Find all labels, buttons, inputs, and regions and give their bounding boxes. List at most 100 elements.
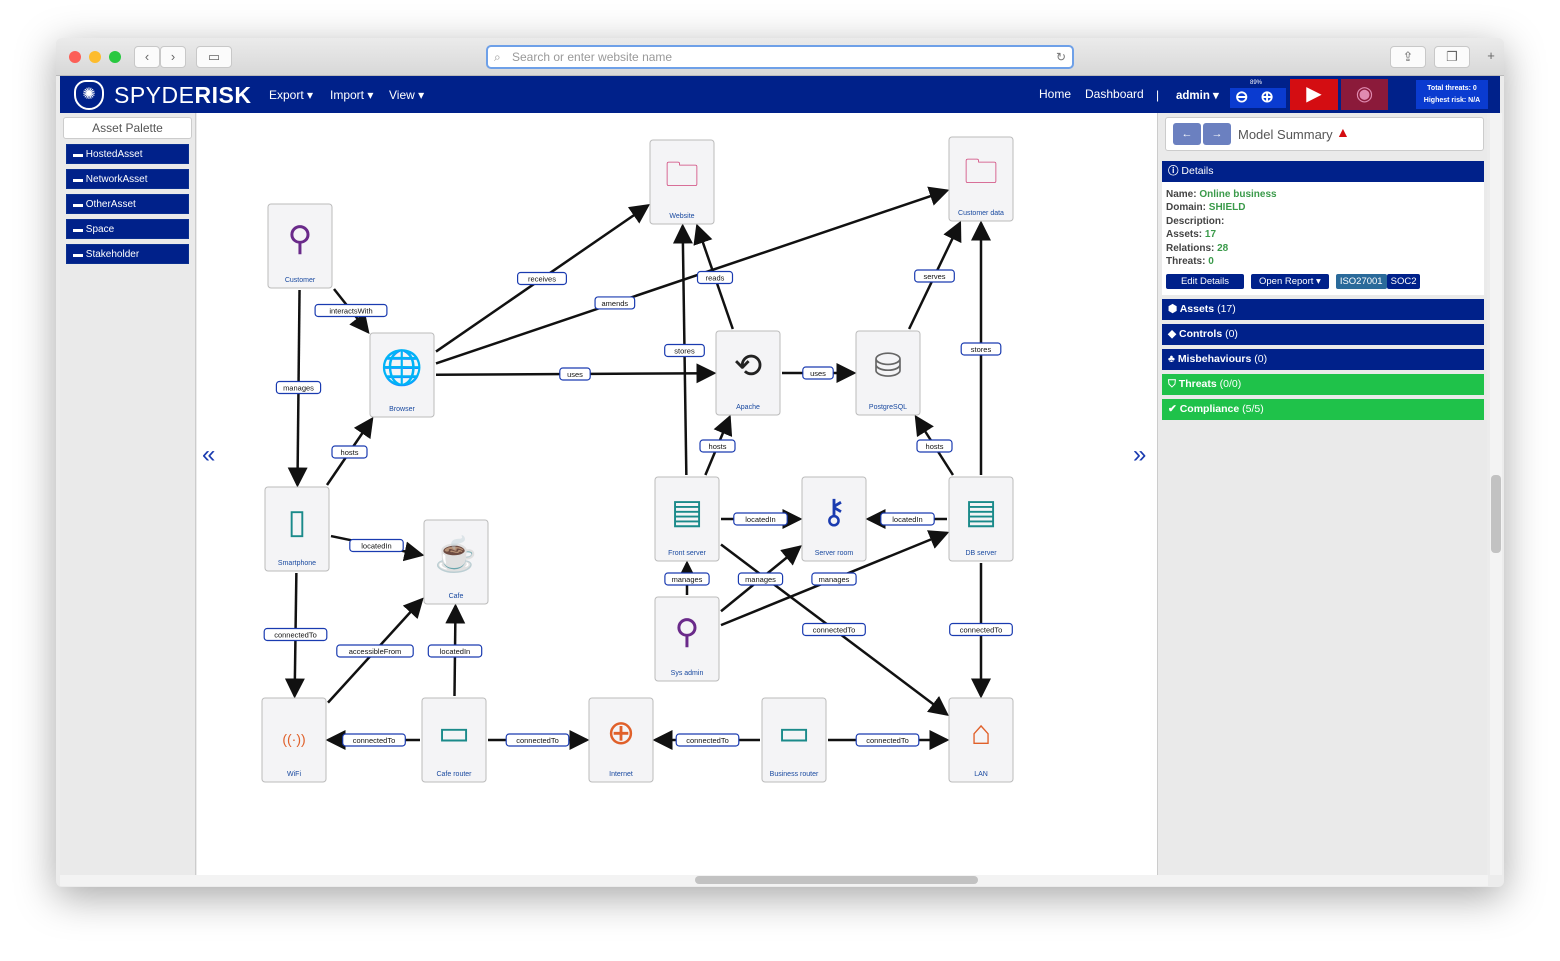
detail-row: Relations: 28 xyxy=(1166,242,1480,255)
palette-item-label: HostedAsset xyxy=(85,149,143,160)
relation-label[interactable]: locatedIn xyxy=(349,538,404,553)
detail-row: Domain: SHIELD xyxy=(1166,201,1480,214)
relation-label[interactable]: manages xyxy=(737,572,784,586)
vertical-scrollbar[interactable] xyxy=(1490,113,1502,875)
zoom-in-icon[interactable]: ⊕ xyxy=(1260,89,1274,106)
asset-node-db[interactable]: ▤DB server xyxy=(948,476,1014,562)
asset-label: Server room xyxy=(815,550,854,557)
import-menu[interactable]: Import ▾ xyxy=(330,88,374,102)
iso27001-badge[interactable]: ISO27001 xyxy=(1335,274,1387,290)
asset-label: Smartphone xyxy=(278,560,316,567)
relation-label[interactable]: uses xyxy=(559,367,591,381)
tabs-icon[interactable]: ❐ xyxy=(1434,46,1470,68)
collapse-right-icon[interactable]: » xyxy=(1133,441,1147,468)
asset-node-smartphone[interactable]: ▯Smartphone xyxy=(264,486,330,572)
open-report-button[interactable]: Open Report ▾ xyxy=(1251,274,1329,290)
relation-label[interactable]: interactsWith xyxy=(314,303,388,318)
asset-node-front[interactable]: ▤Front server xyxy=(654,476,720,562)
dashboard-link[interactable]: Dashboard xyxy=(1085,87,1144,101)
new-tab-icon[interactable]: + xyxy=(1487,48,1495,63)
section-controls[interactable]: ◆ Controls (0) xyxy=(1162,324,1484,346)
asset-node-postgres[interactable]: ⛁PostgreSQL xyxy=(855,330,921,416)
asset-node-website[interactable]: 🗀Website xyxy=(649,139,715,225)
relation-label[interactable]: manages xyxy=(811,572,857,586)
asset-node-sysadmin[interactable]: ⚲Sys admin xyxy=(654,596,720,682)
relation-label[interactable]: locatedIn xyxy=(427,644,483,658)
palette-item-networkasset[interactable]: ▬ NetworkAsset xyxy=(66,169,189,189)
section-threats[interactable]: ⛉ Threats (0/0) xyxy=(1162,374,1484,396)
relation-label[interactable]: connectedTo xyxy=(505,733,570,747)
detail-value: 0 xyxy=(1208,256,1214,268)
palette-item-hostedasset[interactable]: ▬ HostedAsset xyxy=(66,144,189,164)
relation-label[interactable]: connectedTo xyxy=(342,733,406,747)
soc2-badge[interactable]: SOC2 xyxy=(1386,274,1421,290)
asset-node-lan[interactable]: ⌂LAN xyxy=(948,697,1014,783)
asset-node-room[interactable]: ⚷Server room xyxy=(801,476,867,562)
zoom-level: 89% xyxy=(1250,80,1263,86)
export-menu[interactable]: Export ▾ xyxy=(269,88,314,102)
relation-label[interactable]: stores xyxy=(664,343,705,358)
asset-node-custdata[interactable]: 🗀Customer data xyxy=(948,136,1014,222)
relation-label[interactable]: connectedTo xyxy=(263,627,328,642)
relation-label[interactable]: connectedTo xyxy=(802,622,866,637)
section-compliance[interactable]: ✔ Compliance (5/5) xyxy=(1162,399,1484,421)
back-icon[interactable]: ‹ xyxy=(134,46,160,68)
home-link[interactable]: Home xyxy=(1039,87,1072,101)
relation-label[interactable]: accessibleFrom xyxy=(336,644,414,658)
relation-label[interactable]: connectedTo xyxy=(949,622,1013,637)
relation-label[interactable]: manages xyxy=(664,572,710,586)
asset-node-cafe[interactable]: ☕Cafe xyxy=(423,519,489,605)
model-canvas[interactable]: « » interactsWith manages receives amends us… xyxy=(197,113,1157,875)
relation-label[interactable]: hosts xyxy=(331,445,368,459)
relation-label[interactable]: connectedTo xyxy=(675,733,740,747)
edit-details-button[interactable]: Edit Details xyxy=(1166,274,1244,290)
details-header[interactable]: ⓘ Details xyxy=(1162,161,1484,182)
relation-label[interactable]: hosts xyxy=(916,439,953,453)
relation-label[interactable]: connectedTo xyxy=(855,733,920,747)
address-bar[interactable]: ⌕Search or enter website name↻ xyxy=(486,45,1074,69)
section-misbehaviours[interactable]: ♣ Misbehaviours (0) xyxy=(1162,349,1484,371)
relation-label[interactable]: manages xyxy=(275,380,322,395)
relation-label[interactable]: hosts xyxy=(699,439,736,453)
asset-label: DB server xyxy=(965,550,997,557)
relation-label[interactable]: locatedIn xyxy=(880,512,935,526)
play-circle-icon[interactable]: ◉ xyxy=(1341,79,1388,110)
minimize-window-button[interactable] xyxy=(89,51,101,63)
relation-label[interactable]: stores xyxy=(960,342,1002,356)
zoom-out-icon[interactable]: ⊖ xyxy=(1235,89,1249,106)
arrow-right-icon[interactable]: → xyxy=(1203,123,1231,145)
asset-node-browser[interactable]: 🌐Browser xyxy=(369,332,435,418)
forward-icon[interactable]: › xyxy=(160,46,186,68)
asset-node-wifi[interactable]: ((·))WiFi xyxy=(261,697,327,783)
section-assets[interactable]: ⬢ Assets (17) xyxy=(1162,299,1484,321)
view-menu[interactable]: View ▾ xyxy=(389,88,425,102)
play-icon[interactable]: ▶ xyxy=(1290,79,1338,110)
share-icon[interactable]: ⇪ xyxy=(1390,46,1426,68)
palette-item-otherasset[interactable]: ▬ OtherAsset xyxy=(66,194,189,214)
reload-icon[interactable]: ↻ xyxy=(1055,50,1066,64)
asset-diagram[interactable]: interactsWith manages receives amends uses st… xyxy=(197,113,1157,875)
relation-label[interactable]: locatedIn xyxy=(733,512,788,526)
relation-label[interactable]: receives xyxy=(517,271,568,286)
relation-label[interactable]: serves xyxy=(914,269,955,283)
relation-label[interactable]: amends xyxy=(594,296,636,310)
horizontal-scrollbar[interactable] xyxy=(60,875,1488,886)
relation-amends[interactable] xyxy=(435,186,950,365)
svg-text:manages: manages xyxy=(819,575,850,584)
arrow-left-icon[interactable]: ← xyxy=(1173,123,1201,145)
maximize-window-button[interactable] xyxy=(109,51,121,63)
asset-node-bizrouter[interactable]: ▭Business router xyxy=(761,697,827,783)
sidebar-icon[interactable]: ▭ xyxy=(196,46,232,68)
palette-item-stakeholder[interactable]: ▬ Stakeholder xyxy=(66,244,189,264)
collapse-left-icon[interactable]: « xyxy=(202,441,216,468)
palette-item-space[interactable]: ▬ Space xyxy=(66,219,189,239)
asset-node-internet[interactable]: ⊕Internet xyxy=(588,697,654,783)
user-menu[interactable]: admin ▾ xyxy=(1176,90,1219,102)
asset-node-customer[interactable]: ⚲Customer xyxy=(267,203,333,289)
relation-label[interactable]: uses xyxy=(802,366,834,380)
close-window-button[interactable] xyxy=(69,51,81,63)
relation-label[interactable]: reads xyxy=(696,270,734,285)
asset-node-caferouter[interactable]: ▭Cafe router xyxy=(421,697,487,783)
asset-node-apache[interactable]: ⟲Apache xyxy=(715,330,781,416)
